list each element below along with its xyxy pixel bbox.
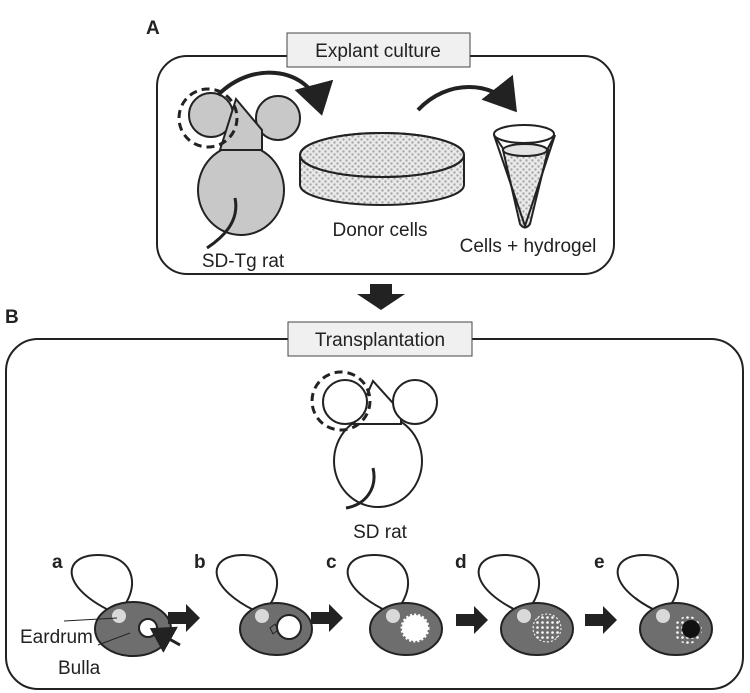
curved-arrow-icon bbox=[416, 74, 517, 113]
right-arrow-icon bbox=[585, 606, 617, 634]
step-b-letter: b bbox=[194, 552, 206, 573]
down-arrow-icon bbox=[357, 284, 405, 310]
bulla-label: Bulla bbox=[58, 658, 101, 679]
step-b bbox=[215, 553, 313, 656]
step-a-letter: a bbox=[52, 552, 63, 573]
eardrum-label: Eardrum bbox=[20, 627, 93, 648]
recipient-rat bbox=[322, 379, 438, 510]
panel-a-letter: A bbox=[146, 18, 160, 39]
right-arrow-icon bbox=[311, 604, 343, 632]
donor-rat-label: SD-Tg rat bbox=[202, 251, 285, 272]
step-e-letter: e bbox=[594, 552, 605, 573]
step-c bbox=[346, 553, 443, 656]
donor-rat bbox=[188, 92, 301, 250]
panel-a-title-box bbox=[286, 32, 471, 68]
step-d bbox=[477, 553, 574, 656]
recipient-rat-label: SD rat bbox=[353, 522, 408, 543]
panel-b-letter: B bbox=[5, 307, 19, 328]
dashed-circle-icon bbox=[177, 87, 239, 149]
cells-hydrogel-label: Cells + hydrogel bbox=[460, 236, 597, 257]
panel-b-title: Transplantation bbox=[315, 330, 445, 351]
step-d-letter: d bbox=[455, 552, 467, 573]
step-c-letter: c bbox=[326, 552, 337, 573]
step-e bbox=[616, 553, 713, 656]
petri-dish bbox=[299, 132, 465, 206]
right-arrow-icon bbox=[456, 606, 488, 634]
step-a bbox=[63, 553, 181, 657]
right-arrow-icon bbox=[168, 604, 200, 632]
curved-arrow-icon bbox=[216, 70, 334, 116]
dashed-circle-icon bbox=[310, 370, 372, 432]
donor-cells-label: Donor cells bbox=[332, 220, 427, 241]
tube-with-hydrogel bbox=[493, 124, 556, 230]
panel-a-title: Explant culture bbox=[315, 41, 441, 62]
panel-b-title-box bbox=[287, 321, 473, 357]
